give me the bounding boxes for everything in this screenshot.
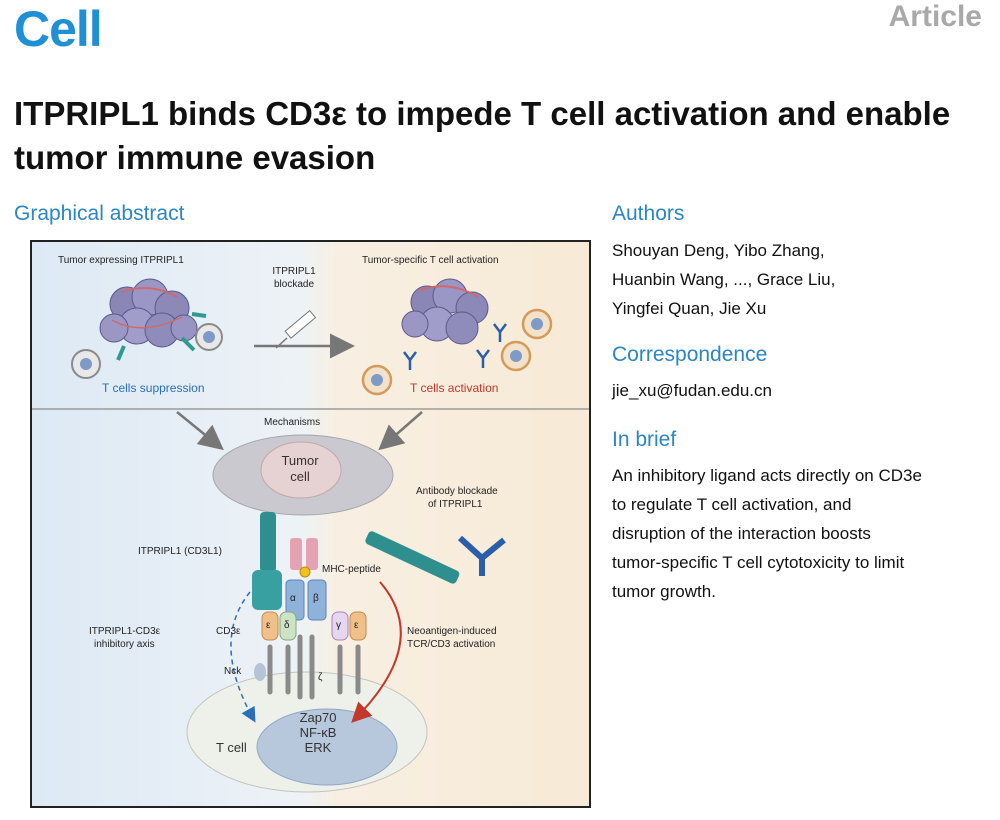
authors-heading: Authors <box>612 202 685 225</box>
syringe-icon <box>275 309 317 349</box>
label-mhc-peptide: MHC-peptide <box>322 564 381 575</box>
label-neo-line1: Neoantigen-induced <box>407 626 497 637</box>
label-blockade-line2: blockade <box>273 279 315 290</box>
article-type-label: Article <box>888 0 982 33</box>
t-cell-right-icon <box>361 308 553 396</box>
journal-logo: Cell <box>14 1 103 57</box>
label-antibody-line1: Antibody blockade <box>416 486 498 497</box>
label-suppression: T cells suppression <box>102 381 205 395</box>
label-tumor-cell-line2: cell <box>290 469 310 484</box>
label-cd3e: CD3ε <box>216 626 241 637</box>
label-blockade-line1: ITPRIPL1 <box>272 266 316 277</box>
label-t-cell: T cell <box>216 740 247 755</box>
label-tumor-cell-line1: Tumor <box>281 453 319 468</box>
label-nfkb: NF-κB <box>299 725 337 740</box>
graphical-abstract-figure: Tumor expressing ITPRIPL1 ITPRIPL1 block… <box>30 240 591 808</box>
label-alpha: α <box>290 593 296 604</box>
tumor-cell-icon <box>212 434 394 516</box>
label-epsilon-1: ε <box>266 620 271 631</box>
paper-title: ITPRIPL1 binds CD3ε to impede T cell act… <box>14 95 951 176</box>
label-itpripl1-cd3l1: ITPRIPL1 (CD3L1) <box>138 546 222 557</box>
in-brief-line-2: to regulate T cell activation, and <box>612 495 852 514</box>
correspondence-email[interactable]: jie_xu@fudan.edu.cn <box>612 381 772 400</box>
in-brief-line-4: tumor-specific T cell cytotoxicity to li… <box>612 553 905 572</box>
t-cell-left-icon <box>71 323 223 379</box>
in-brief-line-1: An inhibitory ligand acts directly on CD… <box>612 466 922 485</box>
correspondence-heading: Correspondence <box>612 343 768 366</box>
antibody-small-icons <box>403 323 507 370</box>
authors-line-2: Huanbin Wang, ..., Grace Liu, <box>612 270 836 289</box>
mhc-peptide-icon <box>290 538 318 578</box>
itpripl1-receptor-icon <box>252 512 282 610</box>
antibody-blockade-icon <box>365 531 506 584</box>
graphical-abstract-illustration <box>32 278 589 793</box>
authors-line-1: Shouyan Deng, Yibo Zhang, <box>612 241 825 260</box>
label-antibody-line2: of ITPRIPL1 <box>428 499 483 510</box>
tumor-cluster-left-icon <box>99 278 207 361</box>
label-mechanisms: Mechanisms <box>264 417 321 428</box>
in-brief-heading: In brief <box>612 428 677 451</box>
tcr-complex-icon <box>254 579 367 700</box>
authors-line-3: Yingfei Quan, Jie Xu <box>612 299 767 318</box>
label-axis-line1: ITPRIPL1-CD3ε <box>89 626 161 637</box>
left-down-arrow <box>176 411 224 451</box>
graphical-abstract-heading: Graphical abstract <box>14 202 185 225</box>
label-zap70: Zap70 <box>299 710 337 725</box>
label-zeta: ζ <box>318 672 323 683</box>
label-delta: δ <box>284 620 290 631</box>
label-axis-line2: inhibitory axis <box>94 639 155 650</box>
label-beta: β <box>313 593 319 604</box>
label-activation: T cells activation <box>410 381 499 395</box>
label-epsilon-2: ε <box>354 620 359 631</box>
right-down-arrow <box>378 411 423 451</box>
tumor-cluster-right-icon <box>401 278 489 345</box>
label-tumor-expressing: Tumor expressing ITPRIPL1 <box>58 255 184 266</box>
in-brief-line-5: tumor growth. <box>612 582 716 601</box>
label-gamma: γ <box>336 620 341 631</box>
in-brief-line-3: disruption of the interaction boosts <box>612 524 871 543</box>
label-neo-line2: TCR/CD3 activation <box>407 639 496 650</box>
activation-arrow <box>351 581 402 723</box>
label-nck: Nck <box>224 666 242 677</box>
label-tumor-specific: Tumor-specific T cell activation <box>362 255 499 266</box>
label-erk: ERK <box>304 740 332 755</box>
